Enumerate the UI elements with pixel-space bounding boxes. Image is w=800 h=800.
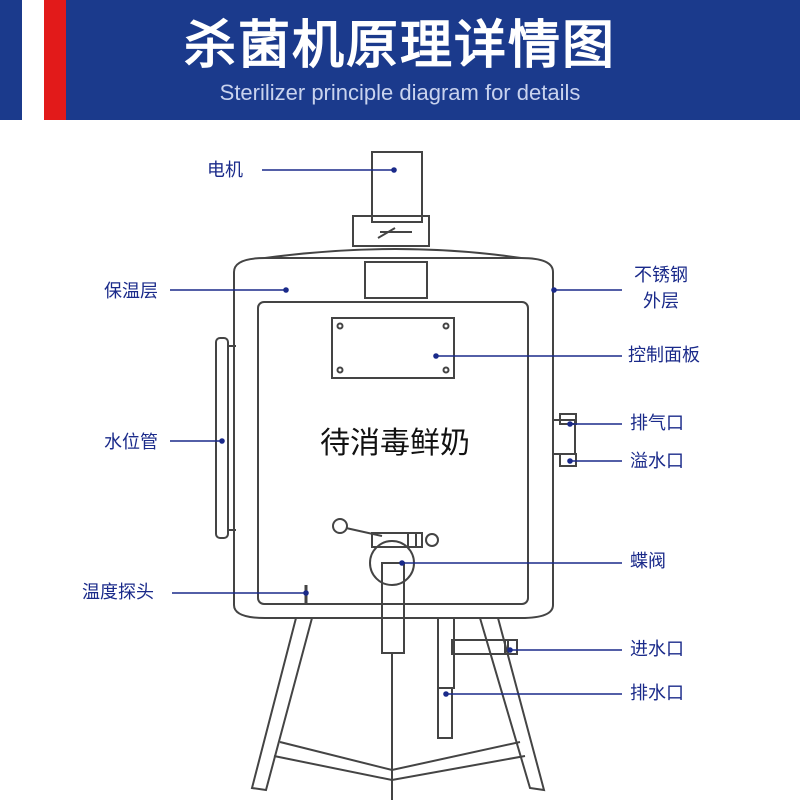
page-subtitle: Sterilizer principle diagram for details — [219, 80, 581, 105]
label-stainless-outer-2: 外层 — [643, 291, 679, 312]
header-red-stripe — [44, 0, 66, 120]
tank-leg-left — [250, 617, 313, 792]
label-temp-probe: 温度探头 — [82, 582, 154, 603]
top-window — [364, 261, 428, 299]
header-banner — [0, 0, 800, 120]
label-overflow: 溢水口 — [630, 451, 684, 472]
water-level-tube — [215, 337, 229, 539]
overflow-fitting — [559, 453, 577, 467]
header-white-stripe — [22, 0, 44, 120]
tank-lid — [264, 248, 522, 259]
tank-leg-right — [479, 617, 546, 792]
label-water-outlet: 排水口 — [630, 683, 684, 704]
tank-outer-shell — [233, 257, 554, 619]
tank-inner-wall — [257, 301, 529, 605]
label-water-inlet: 进水口 — [630, 639, 684, 660]
label-vent: 排气口 — [630, 413, 684, 434]
motor-bracket — [352, 215, 430, 247]
page-title: 杀菌机原理详情图 — [183, 16, 616, 76]
label-control-panel: 控制面板 — [628, 345, 700, 366]
motor-body — [371, 151, 423, 223]
drain-pipe — [381, 562, 405, 654]
label-water-level-tube: 水位管 — [104, 432, 158, 453]
label-butterfly-valve: 蝶阀 — [630, 551, 666, 572]
control-panel-plate — [331, 317, 455, 379]
label-stainless-outer-1: 不锈钢 — [634, 265, 688, 286]
label-motor: 电机 — [207, 160, 243, 181]
label-insulation: 保温层 — [104, 281, 158, 302]
outlet-pipe — [437, 687, 453, 739]
tank-content-label: 待消毒鲜奶 — [320, 426, 470, 461]
